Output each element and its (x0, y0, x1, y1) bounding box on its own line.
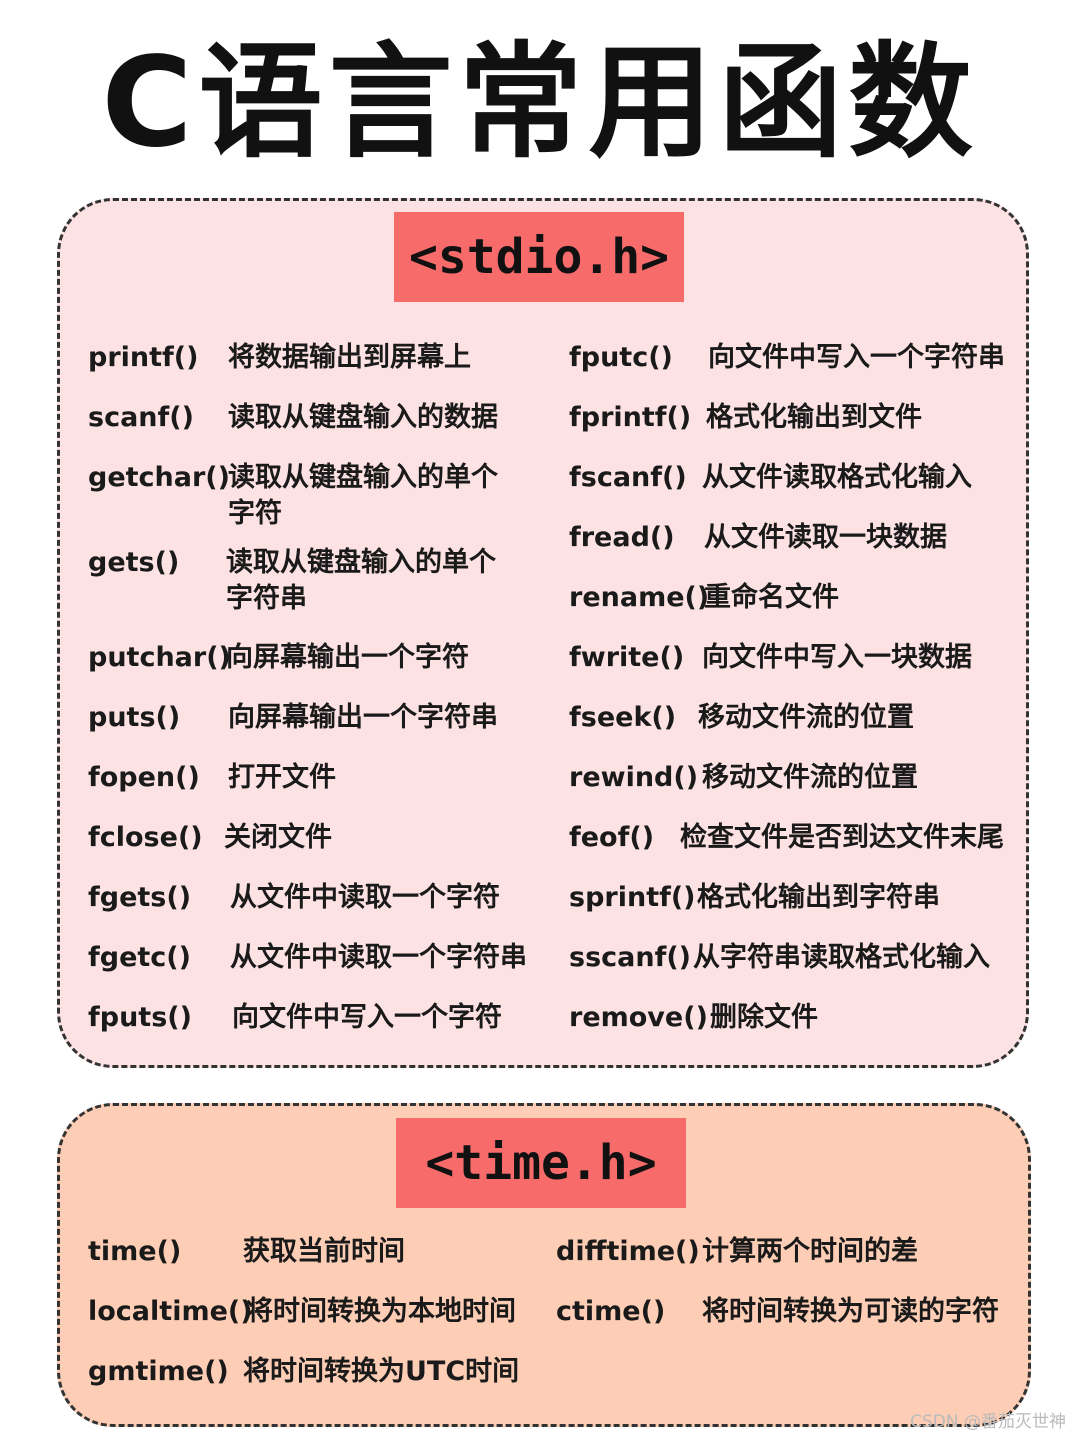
stdio-desc: 从字符串读取格式化输入 (693, 942, 990, 973)
stdio-desc: 读取从键盘输入的单个字符串 (226, 547, 496, 614)
stdio-desc: 向文件中写入一个字符 (232, 1002, 502, 1033)
stdio-desc: 格式化输出到文件 (706, 402, 922, 433)
stdio-desc: 读取从键盘输入的数据 (228, 402, 498, 433)
stdio-fn: fclose() (88, 822, 203, 853)
time-fn: gmtime() (88, 1356, 229, 1387)
time-fn: localtime() (88, 1296, 253, 1327)
stdio-desc: 关闭文件 (224, 822, 332, 853)
time-desc: 将时间转换为本地时间 (246, 1296, 516, 1327)
stdio-fn: getchar() (88, 462, 230, 493)
time-desc: 获取当前时间 (243, 1236, 405, 1267)
stdio-desc: 重命名文件 (704, 582, 839, 613)
stdio-desc: 向屏幕输出一个字符串 (228, 702, 498, 733)
stdio-fn: fgetc() (88, 942, 191, 973)
stdio-panel (57, 198, 1029, 1068)
stdio-fn: feof() (569, 822, 655, 853)
stdio-desc: 移动文件流的位置 (702, 762, 918, 793)
stdio-desc: 读取从键盘输入的单个字符 (228, 462, 498, 529)
page-title: C语言常用函数 (101, 31, 979, 175)
stdio-desc: 向文件中写入一个字符串 (708, 342, 1005, 373)
time-desc: 将时间转换为可读的字符 (702, 1296, 999, 1327)
stdio-fn: fseek() (569, 702, 677, 733)
stdio-desc: 向屏幕输出一个字符 (226, 642, 469, 673)
time-desc: 计算两个时间的差 (702, 1236, 918, 1267)
time-header: <time.h> (396, 1118, 686, 1208)
stdio-desc: 向文件中写入一块数据 (702, 642, 972, 673)
stdio-header: <stdio.h> (394, 212, 684, 302)
stdio-desc: 将数据输出到屏幕上 (228, 342, 471, 373)
stdio-fn: fgets() (88, 882, 192, 913)
stdio-desc: 从文件读取一块数据 (704, 522, 947, 553)
watermark: CSDN @番茄灭世神 (910, 1412, 1066, 1432)
stdio-desc: 从文件中读取一个字符串 (230, 942, 527, 973)
stdio-fn: gets() (88, 547, 180, 578)
stdio-desc: 从文件中读取一个字符 (230, 882, 500, 913)
stdio-fn: fputc() (569, 342, 673, 373)
stdio-desc: 从文件读取格式化输入 (702, 462, 972, 493)
time-fn: time() (88, 1236, 182, 1267)
stdio-fn: fprintf() (569, 402, 692, 433)
stdio-desc: 删除文件 (710, 1002, 818, 1033)
stdio-fn: fwrite() (569, 642, 685, 673)
stdio-fn: rewind() (569, 762, 699, 793)
time-fn: difftime() (556, 1236, 700, 1267)
stdio-fn: fread() (569, 522, 675, 553)
stdio-fn: fopen() (88, 762, 200, 793)
stdio-fn: sscanf() (569, 942, 692, 973)
stdio-fn: fputs() (88, 1002, 192, 1033)
stdio-desc: 移动文件流的位置 (698, 702, 914, 733)
stdio-fn: rename() (569, 582, 710, 613)
stdio-desc: 检查文件是否到达文件末尾 (680, 822, 1004, 853)
stdio-desc: 打开文件 (228, 762, 336, 793)
stdio-fn: puts() (88, 702, 181, 733)
stdio-fn: remove() (569, 1002, 708, 1033)
stdio-fn: fscanf() (569, 462, 687, 493)
stdio-fn: putchar() (88, 642, 231, 673)
stdio-fn: printf() (88, 342, 199, 373)
stdio-fn: scanf() (88, 402, 194, 433)
time-desc: 将时间转换为UTC时间 (243, 1356, 520, 1387)
time-fn: ctime() (556, 1296, 666, 1327)
stdio-fn: sprintf() (569, 882, 696, 913)
stdio-desc: 格式化输出到字符串 (697, 882, 940, 913)
